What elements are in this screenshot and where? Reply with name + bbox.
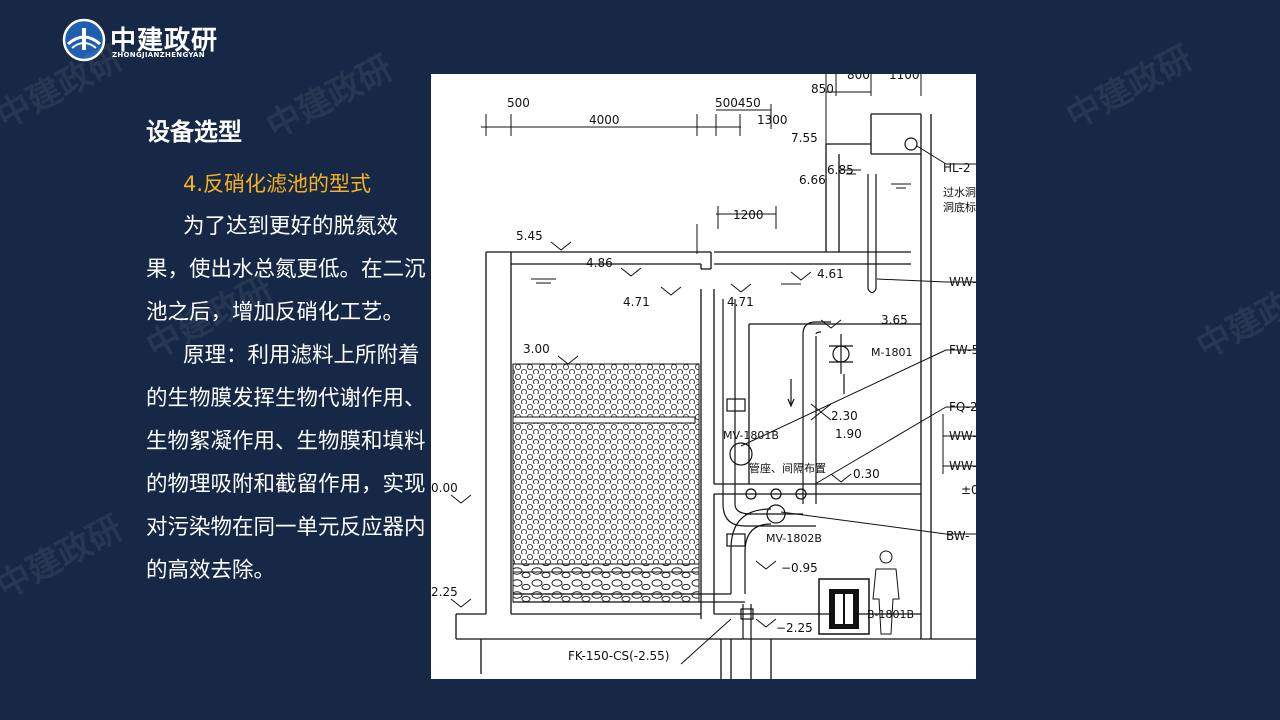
level-7-55: 7.55 [791, 131, 818, 145]
level-4-71-b: 4.71 [727, 295, 754, 309]
level-4-86: 4.86 [586, 256, 613, 270]
tag-bw: BW- [946, 529, 970, 543]
level-0-00: 0.00 [431, 481, 458, 495]
tag-ww-1: WW- [949, 275, 976, 289]
level-4-61: 4.61 [817, 267, 844, 281]
level-0-30: 0.30 [853, 467, 880, 481]
tag-m1801: M-1801 [871, 346, 912, 359]
level-6-85: 6.85 [827, 163, 854, 177]
paragraph-purpose: 为了达到更好的脱氮效果，使出水总氮更低。在二沉池之后，增加反硝化工艺。 [146, 214, 426, 325]
tag-ww-2: WW- [949, 429, 976, 443]
watermark: 中建政研 [260, 48, 400, 148]
dim-1100: 1100 [889, 74, 920, 82]
watermark: 中建政研 [0, 508, 130, 608]
dim-500450: 500450 [715, 96, 761, 110]
level-4-71-a: 4.71 [623, 295, 650, 309]
logo-name: 中建政研 [110, 26, 219, 56]
level-3-00: 3.00 [523, 342, 550, 356]
watermark: 中建政研 [1060, 38, 1200, 138]
body-text: 为了达到更好的脱氮效果，使出水总氮更低。在二沉池之后，增加反硝化工艺。 原理：利… [146, 205, 428, 592]
level-minus-2-25: −2.25 [776, 621, 813, 635]
dim-1200: 1200 [733, 208, 764, 222]
dim-1300: 1300 [757, 113, 788, 127]
logo-emblem-icon [62, 18, 106, 62]
section-title: 设备选型 [146, 118, 242, 146]
level-1-90: 1.90 [835, 427, 862, 441]
company-logo: 中建政研 ZHONGJIANZHENGYAN [62, 18, 242, 64]
denitrification-filter-drawing: 500 4000 500450 1300 850 800 1100 1200 [431, 74, 976, 679]
dim-4000: 4000 [589, 113, 620, 127]
level-2-25: 2.25 [431, 585, 458, 599]
dim-850: 850 [811, 82, 834, 96]
level-5-45: 5.45 [516, 229, 543, 243]
watermark: 中建政研 [1190, 268, 1280, 368]
level-6-66: 6.66 [799, 173, 826, 187]
dim-800: 800 [847, 74, 870, 82]
tag-hl: HL-2 [943, 161, 970, 175]
tag-pipe-support-note: 管座、间隔布置 [749, 461, 826, 475]
tag-fq: FQ-2 [949, 400, 976, 414]
subheading: 4.反硝化滤池的型式 [183, 172, 372, 196]
tag-mv1802b: MV-1802B [766, 532, 822, 545]
dim-500: 500 [507, 96, 530, 110]
level-3-65: 3.65 [881, 313, 908, 327]
tag-overflow-hole: 过水洞 [943, 186, 976, 199]
level-minus-0-95: −0.95 [781, 561, 818, 575]
tag-hole-bottom: 洞底标 [943, 200, 976, 214]
tag-fk150: FK-150-CS(-2.55) [568, 649, 669, 663]
tag-fw: FW-5 [949, 343, 976, 357]
paragraph-principle: 原理：利用滤料上所附着的生物膜发挥生物代谢作用、生物絮凝作用、生物膜和填料的物理… [146, 343, 426, 583]
tag-mv1801b: MV-1801B [723, 429, 779, 442]
tag-b1801b: B-1801B [867, 608, 914, 621]
level-2-30: 2.30 [831, 409, 858, 423]
tag-ww-3: WW- [949, 459, 976, 473]
logo-pinyin: ZHONGJIANZHENGYAN [112, 51, 205, 59]
level-plus-minus-0: ±0 [961, 483, 976, 497]
